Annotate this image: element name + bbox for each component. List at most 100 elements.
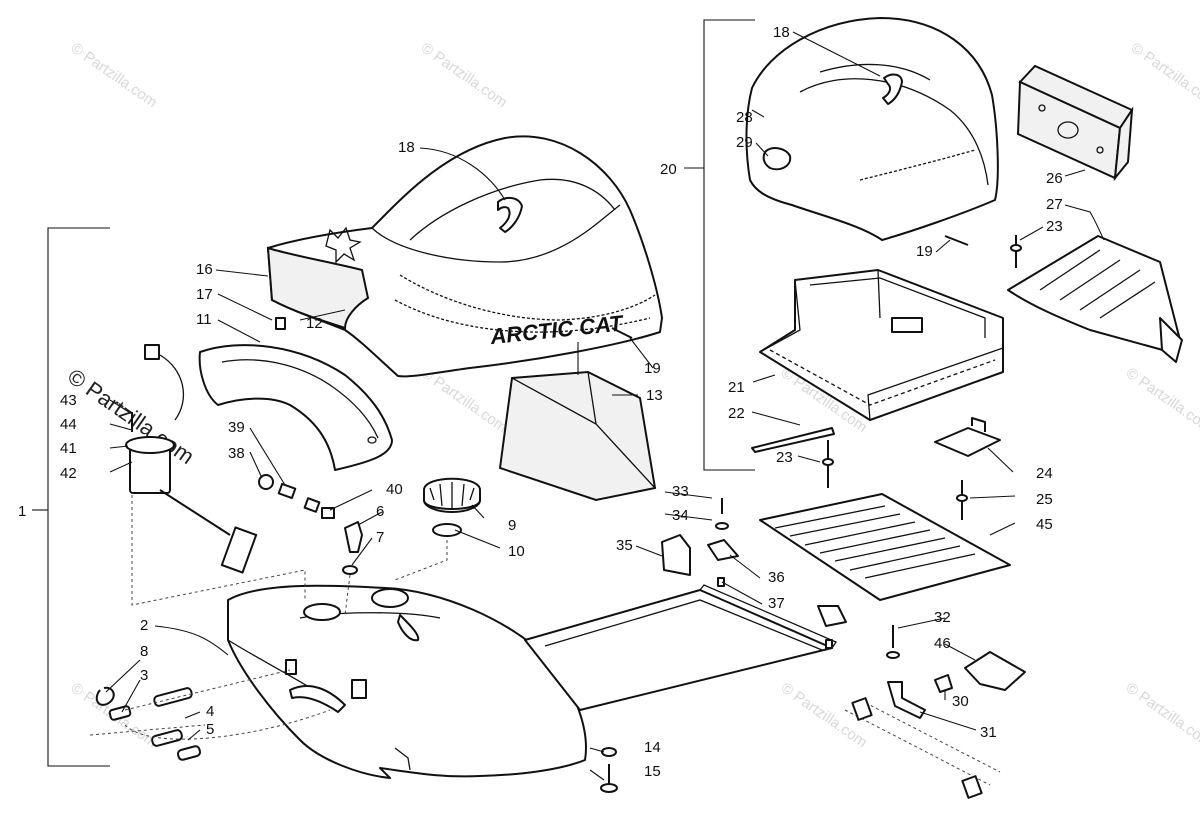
fuel-sender-42 [125, 344, 306, 606]
nut-37b [825, 639, 833, 649]
bracket-36b [817, 605, 847, 627]
callout-19: 19 [644, 360, 661, 377]
callout-33: 33 [672, 483, 689, 500]
watermark-text: © Partzilla.com [418, 364, 511, 436]
callout-22: 22 [728, 405, 745, 422]
callout-39: 39 [228, 419, 245, 436]
hose-5a [151, 729, 183, 747]
callout-31: 31 [980, 724, 997, 741]
bracket-35 [661, 534, 691, 576]
storage-tub-21 [759, 269, 1004, 421]
fittings [258, 474, 363, 616]
callout-labels: 1 2 3 4 5 6 7 8 9 10 11 12 13 14 15 16 1… [18, 24, 1063, 780]
assembly-brackets [32, 19, 755, 767]
bolt-25 [956, 480, 968, 520]
callout-32: 32 [934, 609, 951, 626]
seat-foam-end [266, 246, 370, 330]
hardware-33-37 [661, 498, 847, 649]
seat-base-11 [198, 344, 393, 471]
o-ring-10 [432, 523, 462, 537]
callout-35: 35 [616, 537, 633, 554]
callout-13: 13 [646, 387, 663, 404]
tank-neck [371, 588, 409, 608]
watermark-text: © Partzilla.com [1128, 39, 1200, 111]
main-seat: ARCTIC CAT [266, 135, 663, 378]
callout-37: 37 [768, 595, 785, 612]
callout-42: 42 [60, 465, 77, 482]
foam-pad-26 [1016, 64, 1134, 182]
bracket-20 [703, 19, 755, 471]
bolt-15 [600, 764, 618, 793]
hose-4a [153, 687, 193, 707]
strap-22 [751, 427, 835, 453]
bracket-1 [47, 227, 110, 767]
callout-23: 23 [776, 449, 793, 466]
bolt-23-b [1010, 235, 1022, 268]
callout-15: 15 [644, 763, 661, 780]
hitch-hardware [844, 625, 1026, 799]
callout-36: 36 [768, 569, 785, 586]
bracket-24-tab [971, 417, 986, 432]
watermark-text: © Partzilla.com [1123, 679, 1200, 751]
callout-43: 43 [60, 392, 77, 409]
callout-3: 3 [140, 667, 148, 684]
rear-seat-cowl-28 [745, 17, 999, 241]
leader-lines [105, 31, 1105, 781]
fuel-hoses [89, 669, 331, 761]
watermark-text: © Partzilla.com [68, 39, 161, 111]
callout-14: 14 [644, 739, 661, 756]
callout-28: 28 [736, 109, 753, 126]
cowl-handle [882, 73, 903, 105]
callout-38: 38 [228, 445, 245, 462]
cable-19a [611, 327, 633, 339]
callout-25: 25 [1036, 491, 1053, 508]
callout-4: 4 [206, 703, 214, 720]
callout-26: 26 [1046, 170, 1063, 187]
callout-10: 10 [508, 543, 525, 560]
washer-7 [342, 565, 358, 575]
callout-6: 6 [376, 503, 384, 520]
callout-5: 5 [206, 721, 214, 738]
callout-11: 11 [196, 311, 212, 328]
callout-46: 46 [934, 635, 951, 652]
callout-40: 40 [386, 481, 403, 498]
bracket-31 [887, 681, 926, 719]
callout-2: 2 [140, 617, 148, 634]
floor-mat-45 [759, 493, 1011, 601]
seat-logo-emblem [325, 226, 362, 264]
callout-24: 24 [1036, 465, 1053, 482]
nut-37a [717, 577, 725, 587]
callout-1: 1 [18, 503, 26, 520]
callout-34: 34 [672, 507, 689, 524]
callout-45: 45 [1036, 516, 1053, 533]
latch-46 [964, 651, 1026, 691]
callout-23: 23 [1046, 218, 1063, 235]
callout-29: 29 [736, 134, 753, 151]
fuel-tank-2 [227, 584, 587, 779]
fuel-cap-9 [423, 477, 481, 513]
callout-27: 27 [1046, 196, 1063, 213]
callout-16: 16 [196, 261, 213, 278]
callout-30: 30 [952, 693, 969, 710]
callout-18: 18 [398, 139, 415, 156]
callout-12: 12 [306, 315, 323, 332]
tub-latch [891, 317, 923, 333]
tunnel-seat-pan [524, 584, 837, 711]
bracket-27 [1007, 235, 1183, 363]
callout-8: 8 [140, 643, 148, 660]
callout-7: 7 [376, 529, 384, 546]
callout-17: 17 [196, 286, 213, 303]
callout-9: 9 [508, 517, 516, 534]
cable-19b [944, 235, 969, 246]
watermark-text: © Partzilla.com [1123, 364, 1200, 436]
washer-14 [601, 747, 617, 757]
spring-30 [934, 674, 953, 693]
seat-handle [497, 196, 523, 233]
callout-21: 21 [728, 379, 745, 396]
callout-44: 44 [60, 416, 77, 433]
callout-41: 41 [60, 440, 77, 457]
elbow-6 [344, 521, 363, 553]
watermark-text: © Partzilla.com [418, 39, 511, 111]
